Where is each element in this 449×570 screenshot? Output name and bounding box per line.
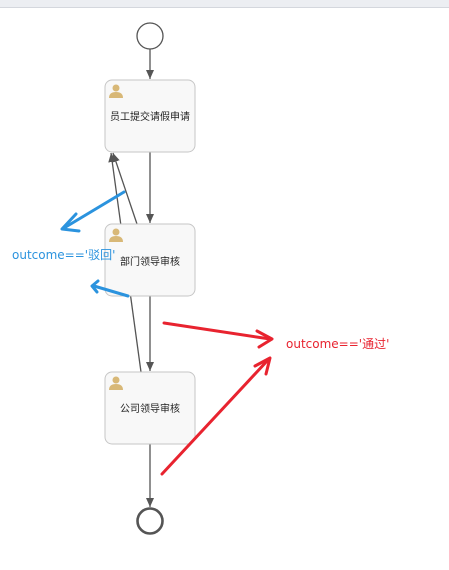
task-submit[interactable]: 员工提交请假申请 (104, 79, 196, 153)
reject-arrow-upper (60, 190, 126, 233)
user-icon (109, 228, 123, 242)
user-icon (109, 376, 123, 390)
task-label: 员工提交请假申请 (110, 110, 190, 123)
end-event[interactable] (136, 507, 164, 535)
flow-dept-reject-to-submit[interactable] (112, 152, 138, 225)
window-top-bar (0, 0, 449, 8)
task-label: 部门领导审核 (120, 255, 180, 268)
user-icon (109, 84, 123, 98)
task-label: 公司领导审核 (120, 402, 180, 415)
task-dept[interactable]: 部门领导审核 (104, 223, 196, 297)
task-company[interactable]: 公司领导审核 (104, 371, 196, 445)
approve-arrow-upper (162, 321, 274, 349)
reject-arrow-lower (90, 279, 130, 298)
annotation-reject: outcome=='驳回' (12, 248, 115, 262)
annotation-approve: outcome=='通过' (286, 337, 389, 351)
approve-arrow-lower (160, 356, 272, 476)
start-event[interactable] (136, 22, 164, 50)
